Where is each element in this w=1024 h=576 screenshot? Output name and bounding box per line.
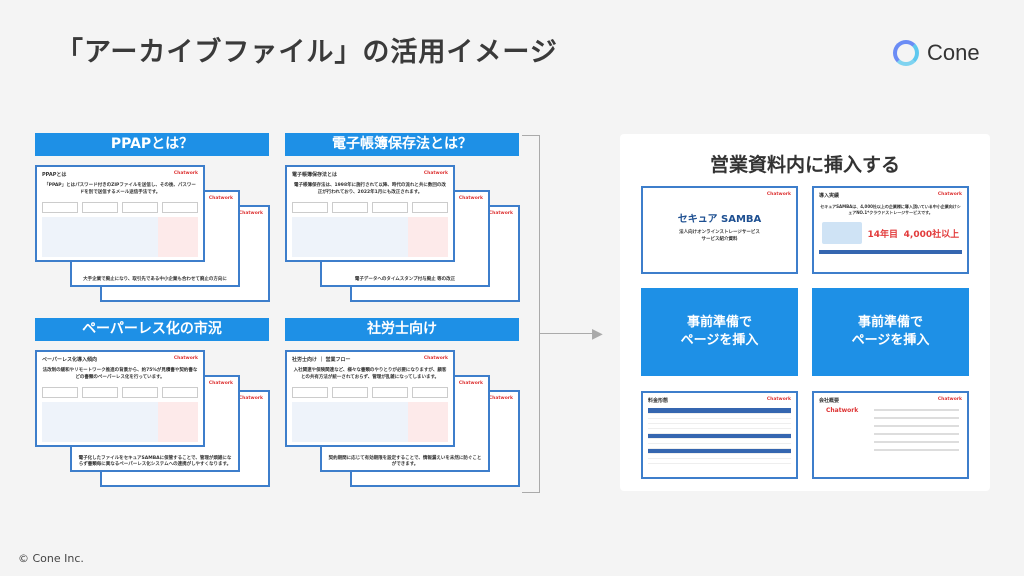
slide-text: 電子帳簿保存法は、1998年に施行されて以降、時代の流れと共に数回の改正が行われ… xyxy=(294,183,446,195)
bracket-divider xyxy=(522,135,540,493)
chatwork-logo: Chatwork xyxy=(458,196,483,201)
topic-heading: PPAPとは？ xyxy=(35,133,269,156)
chatwork-logo: Chatwork xyxy=(208,196,233,201)
results-text: セキュアSAMBAは、4,000社以上の企業様に導入頂いている中小企業向けシェア… xyxy=(820,204,961,215)
results-title: 導入実績 xyxy=(819,193,840,199)
slide-thumbnail: ペーパーレス化導入傾向 Chatwork 法改制の緩和やリモートワーク推進の背景… xyxy=(35,350,205,447)
slide-cover: Chatwork セキュア SAMBA 法人向けオンラインストレージサービス サ… xyxy=(641,186,798,274)
topic-group: Chatwork Chatwork 電子化したファイルをセキュアSAMBAに保管… xyxy=(35,318,270,488)
slide-thumbnail: PPAPとは Chatwork 「PPAP」とはパスワード付きのZIPファイルを… xyxy=(35,165,205,262)
chatwork-logo: Chatwork xyxy=(488,396,513,401)
pricing-title: 料金形態 xyxy=(648,398,669,404)
topic-heading: 電子帳簿保存法とは？ xyxy=(285,133,519,156)
chatwork-logo: Chatwork xyxy=(208,381,233,386)
stat-companies: 4,000社以上 xyxy=(903,229,960,240)
slide-title: PPAPとは xyxy=(42,172,67,178)
pricing-table xyxy=(648,408,791,464)
chatwork-logo: Chatwork xyxy=(238,396,263,401)
topic-group: Chatwork Chatwork 電子データへのタイムスタンプ付与廃止 等の改… xyxy=(285,133,520,303)
cover-line2: サービス紹介資料 xyxy=(701,237,738,242)
chatwork-logo: Chatwork xyxy=(238,211,263,216)
slide-footer: 電子化したファイルをセキュアSAMBAに保管することで、管理が煩雑にならず書類毎… xyxy=(78,456,232,468)
chatwork-logo: Chatwork xyxy=(423,171,448,176)
slide-text: 入社関連や保険関連など、様々な書類のやりとりが必要になりますが、顧客との共有方法… xyxy=(293,368,447,380)
chatwork-logo: Chatwork xyxy=(423,356,448,361)
slide-title: 電子帳簿保存法とは xyxy=(292,172,338,178)
insert-label: 事前準備で ページを挿入 xyxy=(851,315,930,348)
insert-page-placeholder-2: 事前準備で ページを挿入 xyxy=(812,288,969,376)
chatwork-logo-large: Chatwork xyxy=(826,407,859,414)
slide-thumbnail: 社労士向け ｜ 営業フロー Chatwork 入社関連や保険関連など、様々な書類… xyxy=(285,350,455,447)
cover-line1: 法人向けオンラインストレージサービス xyxy=(679,230,760,235)
cone-logo: Cone xyxy=(893,40,980,66)
stat-years: 14年目 xyxy=(867,229,899,240)
arrow-line xyxy=(540,333,600,334)
slide-thumbnail: 電子帳簿保存法とは Chatwork 電子帳簿保存法は、1998年に施行されて以… xyxy=(285,165,455,262)
insert-page-placeholder-1: 事前準備で ページを挿入 xyxy=(641,288,798,376)
chatwork-logo: Chatwork xyxy=(488,211,513,216)
brand-name: Cone xyxy=(927,40,980,65)
topic-heading: ペーパーレス化の市況 xyxy=(35,318,269,341)
samba-logo: セキュア SAMBA xyxy=(677,214,762,225)
slide-results: 導入実績 Chatwork セキュアSAMBAは、4,000社以上の企業様に導入… xyxy=(812,186,969,274)
cone-logo-icon xyxy=(893,40,919,66)
topic-group: Chatwork Chatwork 大手企業で廃止になり、取引先である中小企業も… xyxy=(35,133,270,303)
chatwork-logo: Chatwork xyxy=(937,192,962,197)
slide-footer: 電子データへのタイムスタンプ付与廃止 等の改正 xyxy=(354,277,456,283)
page-title: 「アーカイブファイル」の活用イメージ xyxy=(56,37,558,68)
slide-title: ペーパーレス化導入傾向 xyxy=(42,357,97,363)
chatwork-logo: Chatwork xyxy=(458,381,483,386)
chatwork-logo: Chatwork xyxy=(766,397,791,402)
devices-illustration xyxy=(821,222,862,244)
slide-footer: 契約期間に応じて有効期限を設定することで、情報漏えいを未然に防ぐことができます。 xyxy=(328,456,482,468)
arrow-right-icon: ▶ xyxy=(592,326,603,342)
copyright: © Cone Inc. xyxy=(18,552,84,565)
sales-deck-panel: 営業資料内に挿入する Chatwork セキュア SAMBA 法人向けオンライン… xyxy=(620,134,990,491)
panel-title: 営業資料内に挿入する xyxy=(709,154,900,176)
insert-label: 事前準備で ページを挿入 xyxy=(680,315,759,348)
chatwork-logo: Chatwork xyxy=(937,397,962,402)
topic-heading: 社労士向け xyxy=(285,318,519,341)
topic-group: Chatwork Chatwork 契約期間に応じて有効期限を設定することで、情… xyxy=(285,318,520,488)
slide-company: 会社概要 Chatwork Chatwork xyxy=(812,391,969,479)
slide-title: 社労士向け ｜ 営業フロー xyxy=(292,357,351,363)
slide-footer: 大手企業で廃止になり、取引先である中小企業も合わせて廃止の方向に xyxy=(83,277,227,283)
chatwork-logo: Chatwork xyxy=(766,192,791,197)
chatwork-logo: Chatwork xyxy=(173,171,198,176)
chatwork-logo: Chatwork xyxy=(173,356,198,361)
slide-pricing: 料金形態 Chatwork xyxy=(641,391,798,479)
slide-text: 法改制の緩和やリモートワーク推進の背景から、約75%が見積書や契約書などの書類の… xyxy=(42,368,198,380)
slide-text: 「PPAP」とはパスワード付きのZIPファイルを送信し、その後、パスワードを別で… xyxy=(44,183,196,195)
company-title: 会社概要 xyxy=(819,398,840,404)
